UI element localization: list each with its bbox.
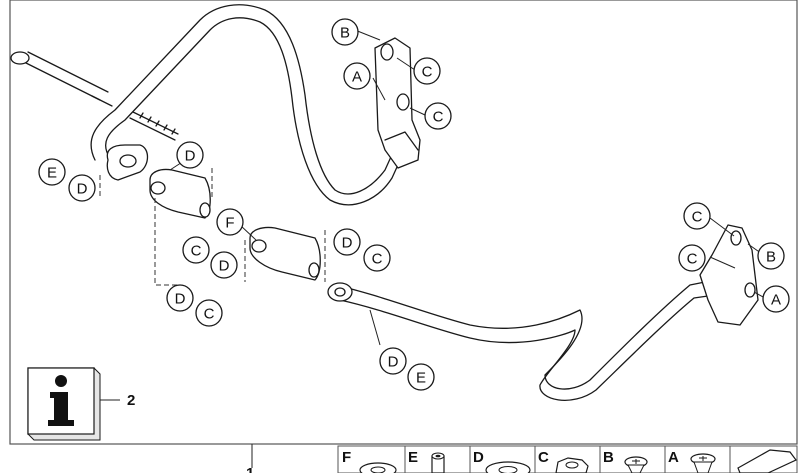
callout-c-mid: C (182, 236, 210, 264)
callout-a-right: A (762, 285, 790, 313)
callout-c-low: C (195, 299, 223, 327)
callout-circle (216, 208, 244, 236)
washer-icon (359, 462, 397, 473)
callout-circle (407, 363, 435, 391)
callout-circle (331, 18, 359, 46)
callout-letter: C (191, 243, 202, 260)
callout-c-center: C (363, 244, 391, 272)
callout-letter: F (225, 215, 234, 232)
callout-c-right-1: C (683, 202, 711, 230)
callout-circle (166, 284, 194, 312)
callout-d-low: D (166, 284, 194, 312)
callout-c-right-2: C (678, 244, 706, 272)
callout-circle (424, 102, 452, 130)
diagram-frame (9, 0, 798, 445)
callout-circle (68, 174, 96, 202)
callout-c-top-1: C (413, 57, 441, 85)
callout-letter: E (416, 370, 426, 387)
callout-letter: D (219, 258, 230, 275)
info-ref-number: 2 (127, 392, 135, 409)
lower-crash-bar (327, 224, 759, 401)
callout-circle (379, 347, 407, 375)
callout-letter: B (340, 25, 350, 42)
callout-letter: C (433, 109, 444, 126)
callout-circle (343, 62, 371, 90)
callout-b-top: B (331, 18, 359, 46)
callout-letter: D (175, 291, 186, 308)
legend-label-a: A (668, 449, 679, 466)
callout-letter: C (204, 306, 215, 323)
legend-label-e: E (408, 449, 418, 466)
callout-circle (762, 285, 790, 313)
sleeve-icon (431, 452, 445, 473)
screw-icon (624, 456, 648, 473)
clamp-right (249, 226, 321, 281)
callout-d-bottom: D (379, 347, 407, 375)
callout-circle (182, 236, 210, 264)
callout-letter: C (422, 64, 433, 81)
callout-d-mid-top: D (176, 141, 204, 169)
callout-letter: B (766, 249, 776, 266)
callout-letter: D (342, 235, 353, 252)
nut-icon (555, 457, 589, 473)
legend-label-d: D (473, 449, 484, 466)
main-ref-number: 1 (246, 465, 254, 473)
callout-b-right: B (757, 242, 785, 270)
callout-circle (195, 299, 223, 327)
info-icon (48, 375, 74, 426)
legend-label-b: B (603, 449, 614, 466)
fastener-legend: F E D C B A (337, 445, 798, 473)
callout-f: F (216, 208, 244, 236)
callout-circle (38, 158, 66, 186)
upper-crash-bar (10, 4, 421, 206)
callout-d-left: D (68, 174, 96, 202)
callout-letter: D (77, 181, 88, 198)
info-box (27, 367, 101, 441)
callout-letter: C (687, 251, 698, 268)
callout-d-center: D (333, 228, 361, 256)
callout-circle (757, 242, 785, 270)
callout-circle (678, 244, 706, 272)
callout-e-bottom: E (407, 363, 435, 391)
callout-c-top-2: C (424, 102, 452, 130)
bolt-icon (690, 453, 716, 473)
callout-a-top: A (343, 62, 371, 90)
callout-letter: D (185, 148, 196, 165)
callout-circle (413, 57, 441, 85)
callout-letter: A (771, 292, 781, 309)
callout-d-mid: D (210, 251, 238, 279)
large-washer-icon (485, 461, 531, 473)
callout-e-left: E (38, 158, 66, 186)
callout-circle (176, 141, 204, 169)
callout-letter: A (352, 69, 362, 86)
callout-circle (363, 244, 391, 272)
callout-circle (210, 251, 238, 279)
callout-letter: D (388, 354, 399, 371)
callout-letter: C (372, 251, 383, 268)
callout-letter: C (692, 209, 703, 226)
callout-letter: E (47, 165, 57, 182)
legend-label-f: F (342, 449, 351, 466)
legend-label-c: C (538, 449, 549, 466)
callout-circle (683, 202, 711, 230)
callout-circle (333, 228, 361, 256)
clamp-left (149, 168, 211, 219)
arrow-icon (737, 449, 797, 473)
